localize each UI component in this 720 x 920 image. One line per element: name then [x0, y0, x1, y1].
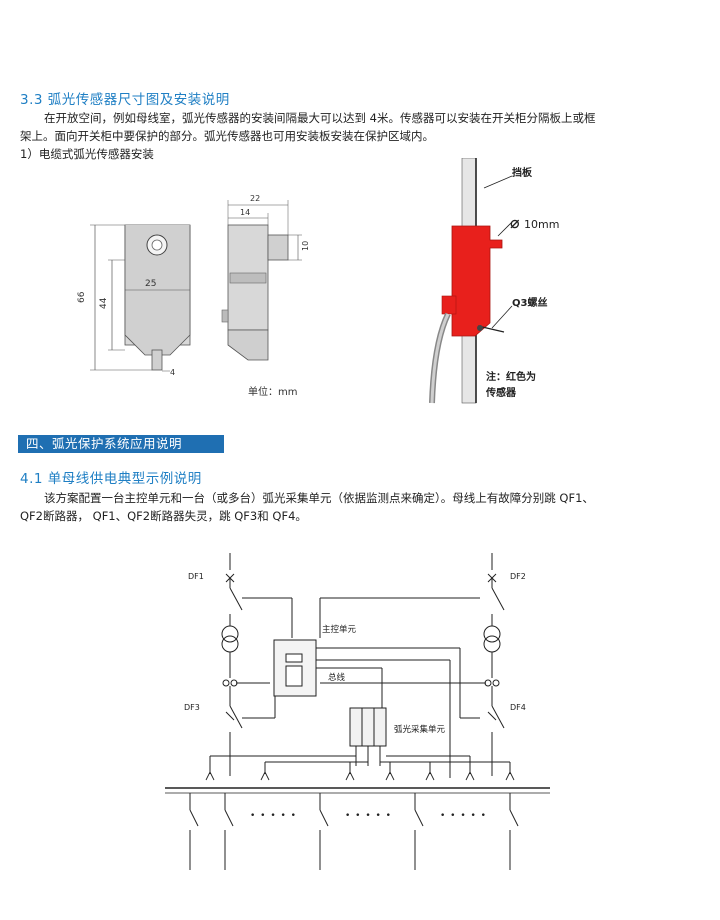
dim-22-label: 22 — [250, 194, 260, 203]
dim-4-label: 4 — [170, 368, 175, 377]
label-df4: DF4 — [510, 703, 526, 712]
intro-paragraph-line2: 架上。面向开关柜中要保护的部分。弧光传感器也可用安装板安装在保护区域内。 — [20, 129, 434, 143]
single-bus-diagram: DF1 DF2 DF3 DF4 主控单元 总线 弧光采集单元 • • • • •… — [165, 553, 550, 870]
unit-label: 单位：mm — [248, 385, 297, 398]
feeder-dots-3: • • • • • — [440, 811, 487, 821]
label-bus: 总线 — [328, 672, 346, 683]
diameter-icon: ⌀ — [510, 213, 520, 232]
sensor-dimension-drawing: 66 44 25 4 22 14 10 单位：mm — [77, 194, 310, 398]
label-df2: DF2 — [510, 572, 526, 581]
note-line1: 注：红色为 — [486, 370, 536, 383]
dim-25-label: 25 — [145, 279, 156, 289]
scheme-paragraph-line1: 该方案配置一台主控单元和一台（或多台）弧光采集单元（依据监测点来确定）。母线上有… — [44, 491, 594, 505]
baffle-label: 挡板 — [512, 166, 533, 179]
sensor-cable-tab — [151, 349, 163, 371]
dim-44-label: 44 — [99, 297, 109, 309]
scheme-paragraph-line2: QF2断路器， QF1、QF2断路器失灵，跳 QF3和 QF4。 — [20, 509, 307, 523]
section-title-4-1: 4.1 单母线供电典型示例说明 — [20, 471, 202, 487]
section-title-3-3: 3.3 弧光传感器尺寸图及安装说明 — [20, 92, 230, 108]
sensor-mounting-drawing: 挡板 ⌀ 10mm Q3螺丝 注：红色为 传感器 — [429, 158, 559, 404]
hole-diameter-label: 10mm — [524, 218, 559, 231]
dim-14-label: 14 — [240, 208, 250, 217]
label-df3: DF3 — [184, 703, 200, 712]
list-item-cable-sensor: 1）电缆式弧光传感器安装 — [20, 147, 154, 161]
note-line2: 传感器 — [485, 386, 517, 399]
dim-10-label: 10 — [301, 241, 310, 251]
dim-66-label: 66 — [77, 291, 87, 303]
intro-paragraph-line1: 在开放空间，例如母线室，弧光传感器的安装间隔最大可以达到 4米。传感器可以安装在… — [44, 111, 596, 125]
feeder-dots-2: • • • • • — [345, 811, 392, 821]
label-df1: DF1 — [188, 572, 204, 581]
section-4-banner: 四、弧光保护系统应用说明 — [18, 435, 224, 453]
screw-label: Q3螺丝 — [512, 296, 547, 309]
red-sensor-shape — [451, 225, 503, 337]
label-collector-unit: 弧光采集单元 — [394, 724, 446, 735]
feeder-dots-1: • • • • • — [250, 811, 297, 821]
label-master-unit: 主控单元 — [322, 624, 357, 635]
